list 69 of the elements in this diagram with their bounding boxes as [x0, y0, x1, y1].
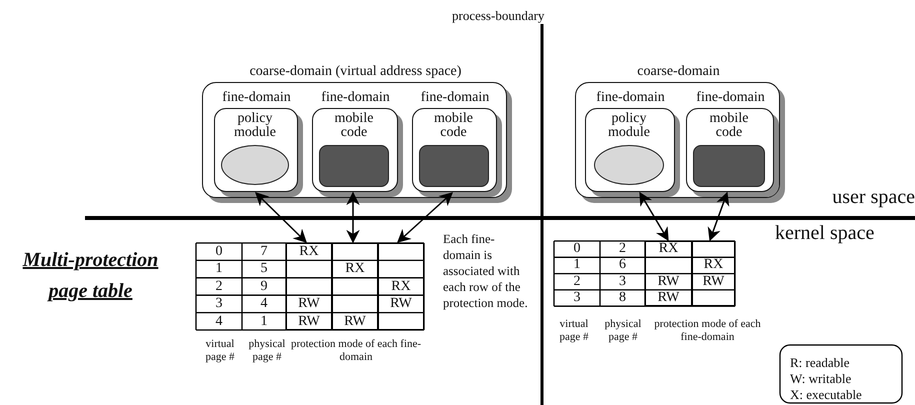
module-name: mobile code [334, 112, 374, 141]
note-text: Each fine-domain is associated with each row of the protection mode. [443, 231, 529, 311]
table-cell-text: 1 [214, 260, 224, 278]
caption-text: virtual page # [204, 338, 236, 364]
caption-text: kernel space [775, 222, 876, 245]
table-cell-text: 9 [260, 278, 268, 296]
double-arrow [346, 192, 360, 244]
table-cell-text: RW [297, 312, 321, 330]
note-text: X: executable [790, 388, 863, 403]
caption-text: user space [831, 186, 915, 209]
table-cell-text: RW [656, 274, 680, 290]
caption-text: process-boundary [452, 9, 542, 24]
double-arrow [255, 192, 307, 243]
table-cell-text: RX [702, 257, 724, 274]
double-arrow [708, 192, 730, 242]
table-title: Multi-protection page table [22, 248, 160, 304]
module-name: mobile code [708, 112, 750, 141]
table-cell-text: RX [658, 241, 680, 258]
caption-text: physical page # [604, 318, 642, 344]
domain-heading: fine-domain [595, 90, 666, 106]
table-cell-text: 2 [214, 278, 224, 296]
table-cell-text: RX [344, 260, 366, 278]
table-cell-text: 3 [214, 295, 224, 313]
table-cell-text: RW [702, 274, 726, 290]
table-cell-text: 1 [260, 312, 268, 330]
domain-heading: fine-domain [695, 90, 766, 106]
table-column [378, 243, 424, 330]
caption-text: physical page # [248, 338, 286, 364]
double-arrow [639, 192, 669, 242]
table-cell-text: 5 [260, 260, 268, 278]
table-cell-text: RW [656, 290, 680, 306]
domain-heading: coarse-domain (virtual address space) [248, 64, 462, 80]
caption-text: protection mode of each fine-domain [290, 338, 422, 364]
table-cell-text: 4 [260, 295, 268, 313]
shaded-block [419, 145, 489, 187]
domain-heading: fine-domain [420, 90, 490, 106]
table-cell-text: 6 [618, 257, 627, 274]
table-cell-text: 2 [572, 274, 582, 290]
table-column [692, 241, 735, 306]
domain-heading: fine-domain [221, 90, 292, 106]
table-column [332, 243, 378, 330]
module-name: policy module [233, 112, 277, 141]
double-arrow [397, 192, 453, 243]
table-cell-text: RW [389, 295, 413, 313]
shaded-block [319, 145, 389, 187]
table-cell-text: RW [297, 295, 321, 313]
caption-text: protection mode of each fine-domain [653, 318, 762, 344]
table-column [645, 241, 692, 306]
table-cell-text: 0 [214, 243, 224, 260]
note-text: R: readable [790, 356, 851, 371]
caption-text: virtual page # [558, 318, 590, 344]
domain-heading: fine-domain [320, 90, 391, 106]
module-name: mobile code [433, 112, 474, 141]
table-cell-text: 8 [618, 290, 627, 306]
table-cell-text: 3 [618, 274, 627, 290]
table-cell-text: 0 [572, 241, 582, 258]
table-cell-text: 7 [260, 243, 268, 260]
table-cell-text: 1 [572, 257, 582, 274]
table-cell-text: RW [343, 312, 367, 330]
table-cell-text: RX [298, 243, 320, 260]
domain-heading: coarse-domain [636, 64, 721, 80]
shaded-block [693, 145, 765, 187]
note-text: W: writable [790, 372, 852, 387]
module-name: policy module [607, 112, 651, 141]
table-cell-text: 4 [214, 312, 224, 330]
table-column [286, 243, 332, 330]
table-cell-text: 2 [618, 241, 627, 258]
table-cell-text: RX [390, 278, 412, 296]
table-cell-text: 3 [572, 290, 582, 306]
